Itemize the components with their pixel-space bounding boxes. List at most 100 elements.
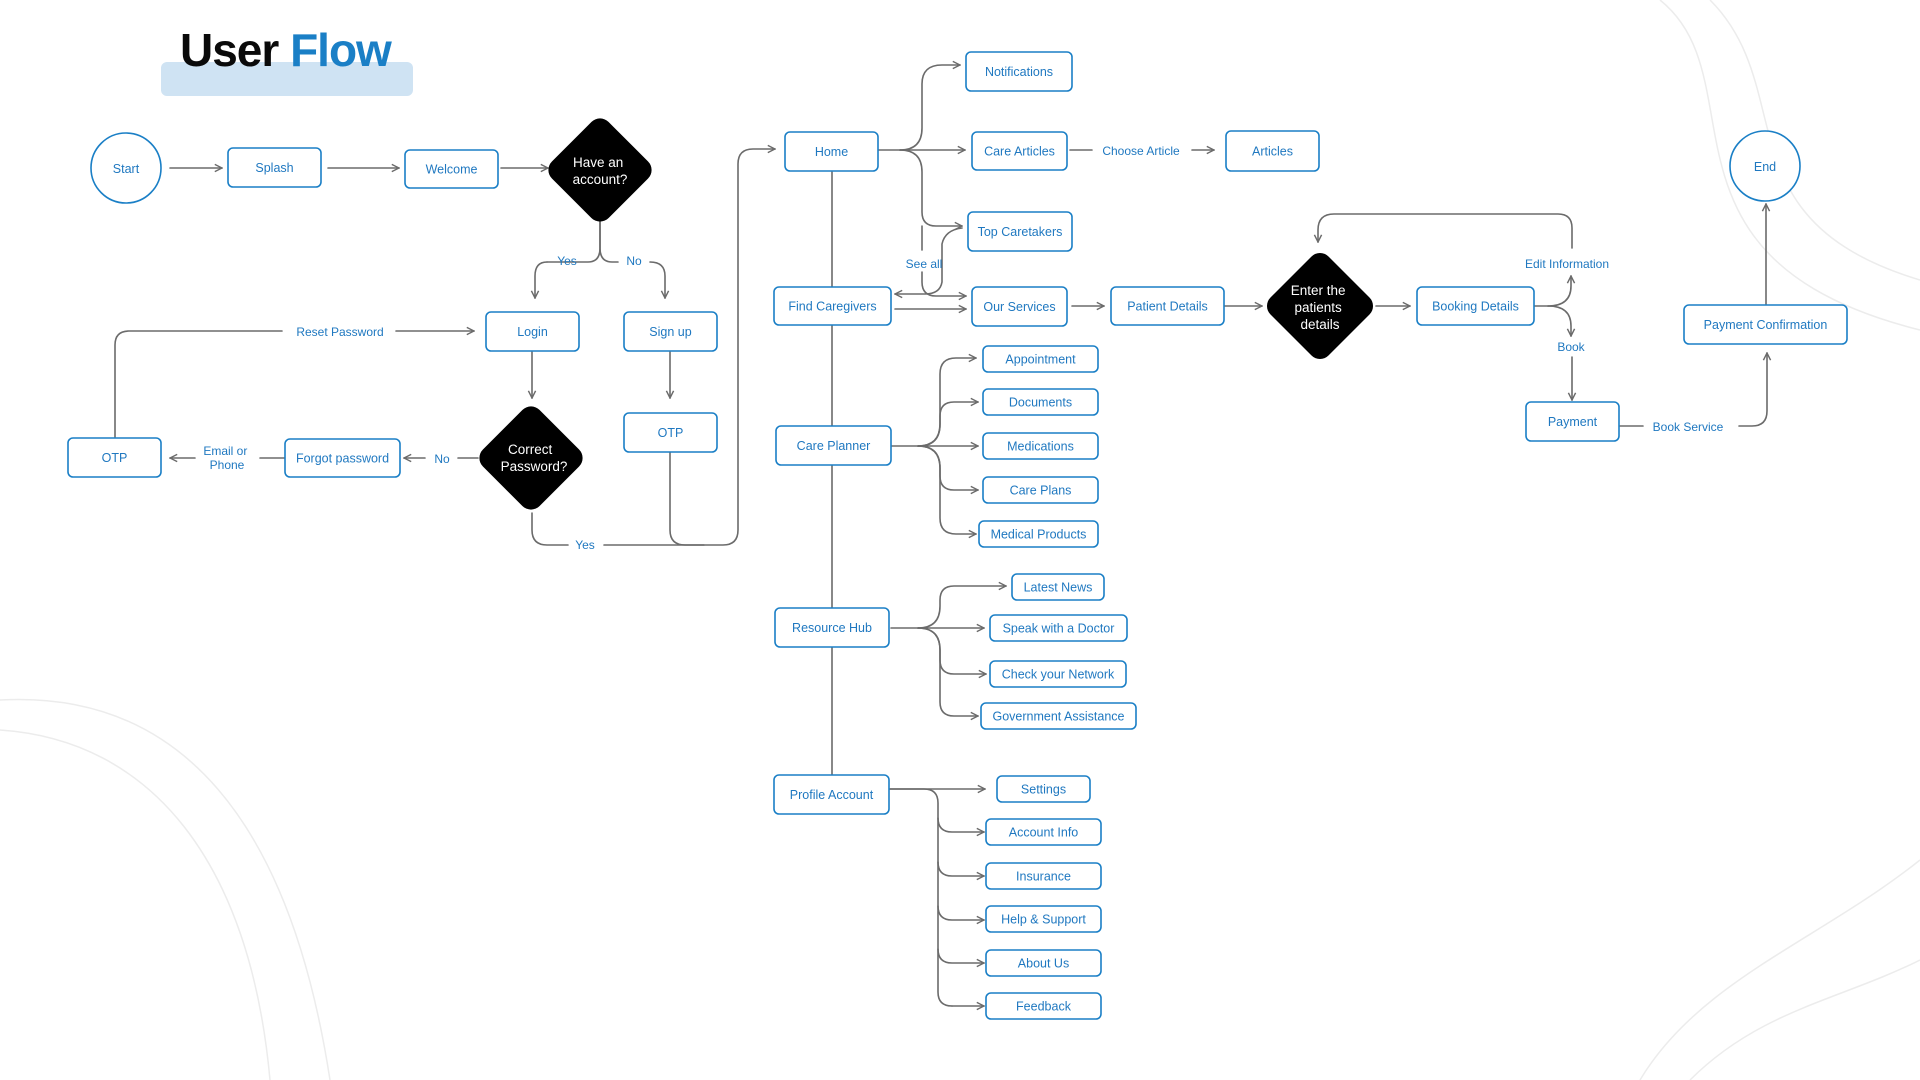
- node-login-shape: [485, 311, 580, 352]
- node-otp-signup-label: OTP: [658, 426, 684, 440]
- title-highlight: [161, 62, 413, 96]
- node-login[interactable]: Login: [485, 311, 580, 352]
- node-settings[interactable]: Settings: [996, 775, 1091, 803]
- node-about-us[interactable]: About Us: [985, 949, 1102, 977]
- decision-correct-password[interactable]: Correct Password?: [474, 401, 587, 514]
- node-profile-account-label: Profile Account: [790, 788, 874, 802]
- node-government-assistance[interactable]: Government Assistance: [980, 702, 1137, 730]
- node-top-caretakers-shape: [967, 211, 1073, 252]
- diagram-title: User Flow: [161, 24, 413, 96]
- node-top-caretakers-label: Top Caretakers: [978, 225, 1063, 239]
- node-forgot-password[interactable]: Forgot password: [284, 438, 401, 478]
- node-medications[interactable]: Medications: [982, 432, 1099, 460]
- node-latest-news-shape: [1011, 573, 1105, 601]
- decision-enter-patients-details-line2: patients: [1294, 300, 1342, 315]
- title-word-user: User: [180, 24, 290, 76]
- node-forgot-password-label: Forgot password: [296, 452, 389, 466]
- node-patient-details[interactable]: Patient Details: [1110, 286, 1225, 326]
- node-payment-label: Payment: [1548, 415, 1598, 429]
- decision-enter-patients-details-shape: [1266, 252, 1374, 360]
- node-signup-label: Sign up: [649, 325, 691, 339]
- node-find-caregivers-shape: [773, 286, 892, 326]
- node-our-services-shape: [971, 286, 1068, 327]
- node-medications-label: Medications: [1007, 440, 1074, 454]
- decision-enter-patients-details-label: Enter the patients details: [1291, 283, 1350, 332]
- node-splash-shape: [227, 147, 322, 188]
- node-speak-doctor[interactable]: Speak with a Doctor: [989, 614, 1128, 642]
- node-otp-reset-shape: [67, 437, 162, 478]
- node-find-caregivers[interactable]: Find Caregivers: [773, 286, 892, 326]
- label-reset-password: Reset Password: [296, 325, 383, 339]
- node-feedback-label: Feedback: [1016, 1000, 1072, 1014]
- node-speak-doctor-label: Speak with a Doctor: [1003, 622, 1115, 636]
- node-insurance[interactable]: Insurance: [985, 862, 1102, 890]
- node-otp-reset[interactable]: OTP: [67, 437, 162, 478]
- decision-enter-patients-details[interactable]: Enter the patients details: [1262, 248, 1378, 364]
- connector-edit-decision: [1318, 213, 1573, 249]
- node-home[interactable]: Home: [784, 131, 879, 172]
- node-check-network-shape: [989, 660, 1127, 688]
- label-email-or-phone-line2: Phone: [210, 458, 245, 472]
- connector-hub-network: [917, 627, 986, 674]
- node-help-support[interactable]: Help & Support: [985, 905, 1102, 933]
- node-splash[interactable]: Splash: [227, 147, 322, 188]
- node-welcome[interactable]: Welcome: [404, 149, 499, 189]
- connector-booking-book: [1547, 305, 1571, 336]
- label-yes-account: Yes: [557, 254, 577, 268]
- node-latest-news[interactable]: Latest News: [1011, 573, 1105, 601]
- node-government-assistance-label: Government Assistance: [992, 710, 1124, 724]
- connector-booking-edit: [1547, 276, 1571, 307]
- node-payment-confirmation-shape: [1683, 304, 1848, 345]
- node-payment[interactable]: Payment: [1525, 401, 1620, 442]
- node-top-caretakers[interactable]: Top Caretakers: [967, 211, 1073, 252]
- page-title: User Flow: [180, 24, 392, 76]
- node-insurance-shape: [985, 862, 1102, 890]
- node-profile-account[interactable]: Profile Account: [773, 774, 890, 815]
- node-articles[interactable]: Articles: [1225, 130, 1320, 172]
- connector-no-signup: [649, 261, 665, 298]
- node-booking-details-label: Booking Details: [1432, 300, 1519, 314]
- connector-otp-reset: [114, 330, 283, 438]
- node-care-planner-label: Care Planner: [797, 439, 871, 453]
- node-care-plans-label: Care Plans: [1010, 484, 1072, 498]
- node-login-label: Login: [517, 325, 548, 339]
- edge-labels: Yes No Reset Password No Email or Phone …: [203, 144, 1723, 552]
- node-otp-signup[interactable]: OTP: [623, 412, 718, 453]
- label-book-service: Book Service: [1653, 420, 1724, 434]
- node-feedback-shape: [985, 992, 1102, 1020]
- node-check-network[interactable]: Check your Network: [989, 660, 1127, 688]
- node-forgot-password-shape: [284, 438, 401, 478]
- node-notifications[interactable]: Notifications: [965, 51, 1073, 92]
- node-documents-shape: [982, 388, 1099, 416]
- node-medical-products[interactable]: Medical Products: [978, 520, 1099, 548]
- node-start[interactable]: Start: [90, 132, 162, 204]
- node-account-info[interactable]: Account Info: [985, 818, 1102, 846]
- connector-planner-care-plans: [917, 445, 978, 490]
- node-appointment[interactable]: Appointment: [982, 345, 1099, 373]
- node-care-planner[interactable]: Care Planner: [775, 425, 892, 466]
- node-our-services[interactable]: Our Services: [971, 286, 1068, 327]
- node-documents[interactable]: Documents: [982, 388, 1099, 416]
- node-end[interactable]: End: [1729, 130, 1801, 202]
- connector-profile-spine: [889, 788, 953, 1007]
- node-insurance-label: Insurance: [1016, 870, 1071, 884]
- connector-see-all-find: [895, 227, 963, 294]
- connector-decision-yes-bottom: [531, 512, 569, 546]
- node-signup[interactable]: Sign up: [623, 311, 718, 352]
- node-care-articles[interactable]: Care Articles: [971, 131, 1068, 171]
- node-resource-hub[interactable]: Resource Hub: [774, 607, 890, 648]
- node-otp-signup-shape: [623, 412, 718, 453]
- node-about-us-label: About Us: [1018, 957, 1069, 971]
- decision-enter-patients-details-line3: details: [1300, 317, 1339, 332]
- node-booking-details[interactable]: Booking Details: [1416, 286, 1535, 326]
- node-feedback[interactable]: Feedback: [985, 992, 1102, 1020]
- node-latest-news-label: Latest News: [1024, 581, 1093, 595]
- node-payment-confirmation[interactable]: Payment Confirmation: [1683, 304, 1848, 345]
- decision-have-account[interactable]: Have an account?: [543, 113, 656, 226]
- node-resource-hub-shape: [774, 607, 890, 648]
- node-check-network-label: Check your Network: [1002, 668, 1115, 682]
- decision-enter-patients-details-line1: Enter the: [1291, 283, 1346, 298]
- node-care-plans[interactable]: Care Plans: [982, 476, 1099, 504]
